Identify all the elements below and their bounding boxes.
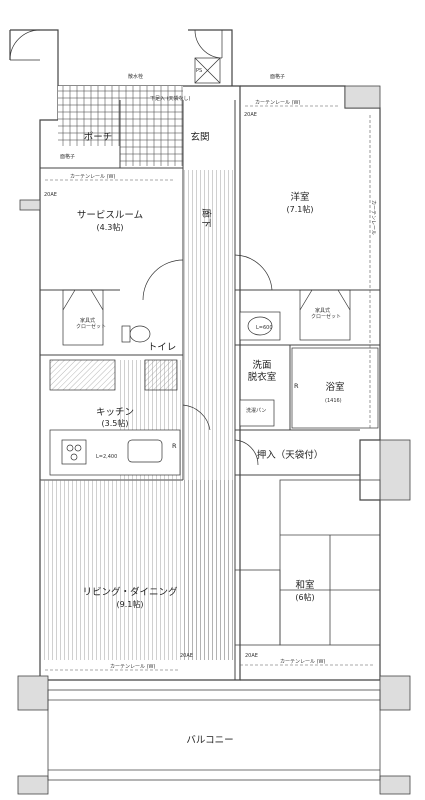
living-dining-name: リビング・ダイニング xyxy=(82,586,178,598)
bathroom-name: 浴室 xyxy=(325,381,344,393)
pipe-label-2: 20AE xyxy=(44,192,57,198)
curtain-rails xyxy=(45,105,375,671)
japanese-room-size: (6帖) xyxy=(295,592,314,602)
porch-label: ポーチ xyxy=(84,132,113,143)
closet-label-left-2: クローゼット xyxy=(76,323,106,330)
balcony-label: バルコニー xyxy=(186,735,233,746)
tatami-mats xyxy=(234,479,381,646)
curtain-rail-label-japanese: カーテンレール (W) xyxy=(280,659,325,665)
washer-pan-label: 洗濯パン xyxy=(246,407,266,414)
curtain-rail-label-service: カーテンレール (W) xyxy=(70,174,115,180)
kitchen-size: (3.5帖) xyxy=(102,418,129,428)
storage-label: 押入（天袋付） xyxy=(257,449,324,461)
living-dining-size: (9.1帖) xyxy=(117,599,144,609)
entrance-floor xyxy=(120,146,183,166)
western-room-name: 洋室 xyxy=(290,191,309,203)
service-room-name: サービスルーム xyxy=(77,210,143,221)
curtain-rail-label-western: カーテンレール (W) xyxy=(255,100,300,106)
corridor-label: 廊下 xyxy=(200,208,212,227)
spout-label: 散水栓 xyxy=(128,73,143,80)
closet-label-right-1: 家具式 xyxy=(315,307,330,314)
r-mark-bath: R xyxy=(294,382,299,390)
closets xyxy=(62,289,351,346)
curtain-rail-label-living: カーテンレール (W) xyxy=(110,664,155,670)
bathroom-size: (1416) xyxy=(325,398,342,404)
toilet-fixture xyxy=(121,325,151,343)
mesh-door-label: 面格子 xyxy=(270,73,285,80)
pipe-label-1: 20AE xyxy=(244,112,257,118)
japanese-room-name: 和室 xyxy=(295,579,314,591)
entrance-label: 玄関 xyxy=(190,131,209,143)
living-floor xyxy=(40,480,235,660)
balcony-area xyxy=(47,679,381,781)
room-doors xyxy=(142,254,273,466)
pipe-label-4: 20AE xyxy=(180,653,193,659)
mesh-door-label-porch: 面格子 xyxy=(60,153,75,160)
washroom-label-2: 脱衣室 xyxy=(248,371,277,383)
kitchen-name: キッチン xyxy=(96,407,134,418)
entry-doors xyxy=(9,29,223,84)
kitchen-counter xyxy=(49,359,181,476)
basin-length-label: L=600 xyxy=(256,325,273,331)
bathtub xyxy=(291,347,379,429)
curtain-rail-label-vertical: カーテンレール xyxy=(370,200,376,235)
pipe-label-3: 20AE xyxy=(245,653,258,659)
washroom-label-1: 洗面 xyxy=(252,359,271,371)
western-room-size: (7.1帖) xyxy=(287,204,314,214)
washbasin-fixture xyxy=(239,311,281,427)
kitchen-length-label: L=2,400 xyxy=(96,454,117,460)
r-mark-kitchen: R xyxy=(172,442,177,450)
service-room-size: (4.3帖) xyxy=(97,222,124,232)
toilet-label: トイレ xyxy=(148,342,177,353)
shoe-box-label: 下足入 (天袋なし) xyxy=(150,95,191,102)
closet-label-right-2: クローゼット xyxy=(311,313,341,320)
closet-label-left-1: 家具式 xyxy=(80,317,95,324)
ps-label: PS xyxy=(196,68,202,74)
